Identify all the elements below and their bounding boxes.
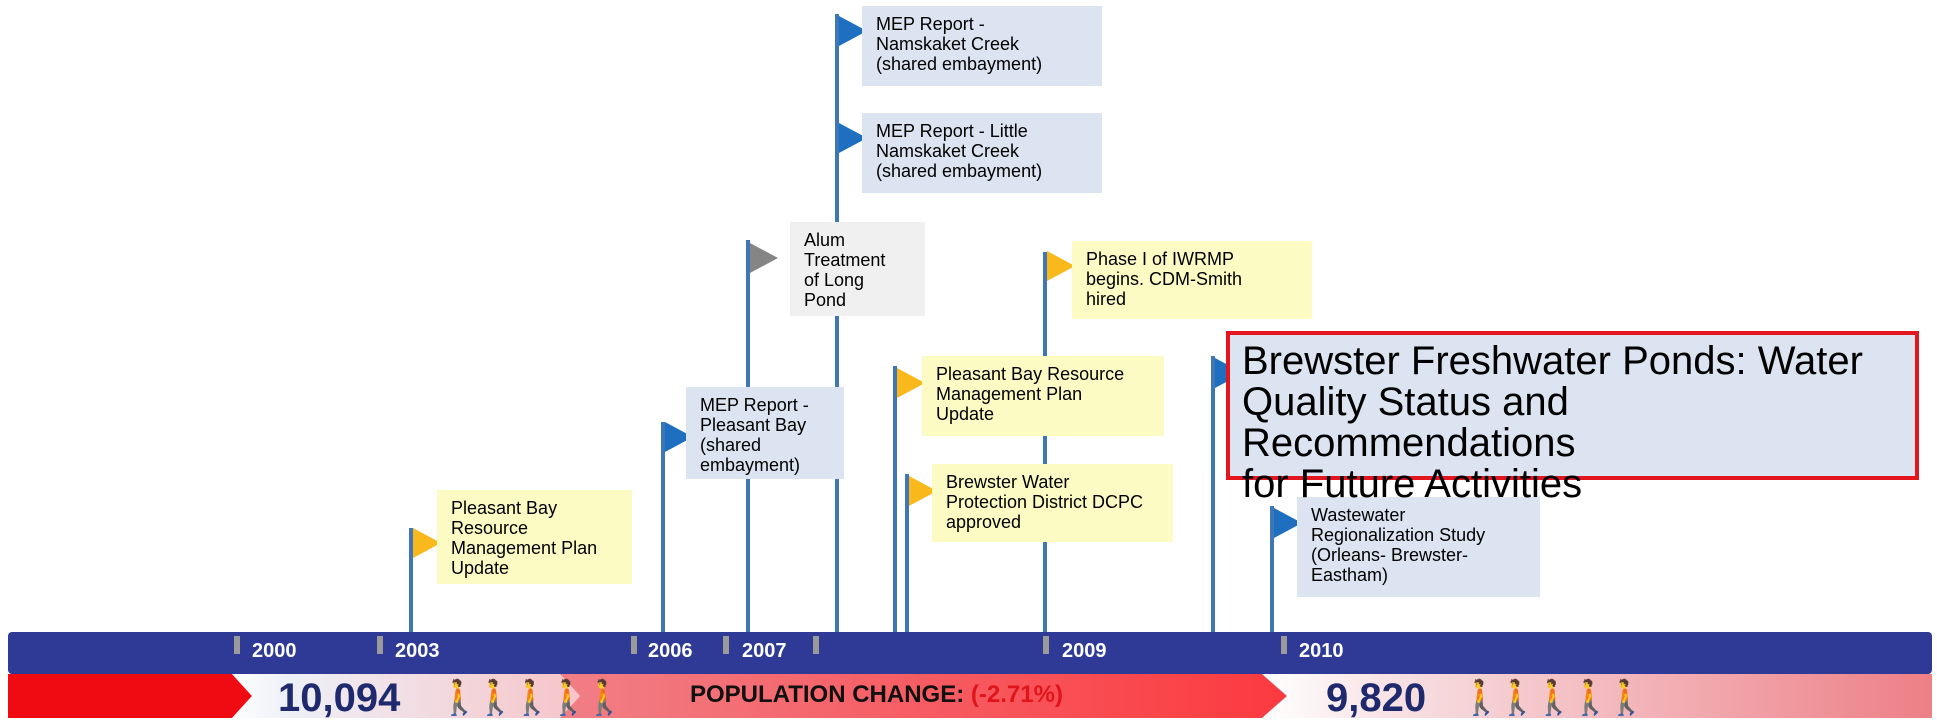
pole-pbrmp-2003 [409,528,413,632]
population-band [8,674,1932,718]
flag-yellow-icon [897,368,925,398]
event-box-bwpd-dcpc: Brewster Water Protection District DCPC … [932,464,1173,542]
pole-freshwater-ponds [1211,356,1215,632]
event-box-alum-treatment: Alum Treatment of Long Pond [790,222,925,316]
year-label: 2009 [1062,640,1107,662]
pole-wastewater [1270,506,1274,632]
population-change-value: (-2.71%) [970,681,1063,708]
population-band-change [560,674,1287,718]
population-band-end [1262,674,1932,718]
tick-2007 [723,636,729,654]
people-icon: 🚶🚶🚶🚶🚶 [438,679,626,717]
pole-bwpd-dcpc [905,474,909,632]
population-end: 9,820 [1326,676,1427,720]
tick-2006 [631,636,637,654]
flag-gray-icon [750,243,778,273]
pole-iwrmp [1043,252,1047,632]
pole-mep-pleasant-bay [661,422,665,632]
event-box-pbrmp-2003: Pleasant Bay Resource Management Plan Up… [437,490,632,584]
population-band-lead [8,674,252,718]
flag-yellow-icon [413,528,441,558]
pole-pbrmp-2008 [893,366,897,632]
population-start: 10,094 [278,676,401,720]
tick-2009 [1043,636,1049,654]
tick-2000 [234,636,240,654]
event-box-mep-namskaket: MEP Report - Namskaket Creek (shared emb… [862,6,1102,86]
event-box-mep-pleasant-bay: MEP Report - Pleasant Bay (shared embaym… [686,387,844,479]
pole-mep-namskaket [835,14,839,632]
population-change-sep: : [956,681,965,708]
event-box-wastewater: Wastewater Regionalization Study (Orlean… [1297,497,1540,597]
event-box-freshwater-ponds: Brewster Freshwater Ponds: Water Quality… [1226,331,1919,505]
tick-2008 [813,636,819,654]
event-box-iwrmp-phase1: Phase I of IWRMP begins. CDM-Smith hired [1072,241,1312,319]
year-label: 2007 [742,640,787,662]
event-box-mep-little-namskaket: MEP Report - Little Namskaket Creek (sha… [862,113,1102,193]
population-change-label: POPULATION CHANGE [690,681,957,708]
flag-yellow-icon [1047,251,1075,281]
year-label: 2006 [648,640,693,662]
population-change: POPULATION CHANGE: (-2.71%) [690,680,1063,710]
event-box-pbrmp-2008: Pleasant Bay Resource Management Plan Up… [922,356,1164,436]
people-icon: 🚶🚶🚶🚶🚶 [1460,679,1648,717]
year-label: 2003 [395,640,440,662]
tick-2003 [377,636,383,654]
timeline-bar [8,632,1932,674]
year-label: 2000 [252,640,297,662]
year-label: 2010 [1299,640,1344,662]
tick-2010 [1281,636,1287,654]
population-band-start [232,674,580,718]
